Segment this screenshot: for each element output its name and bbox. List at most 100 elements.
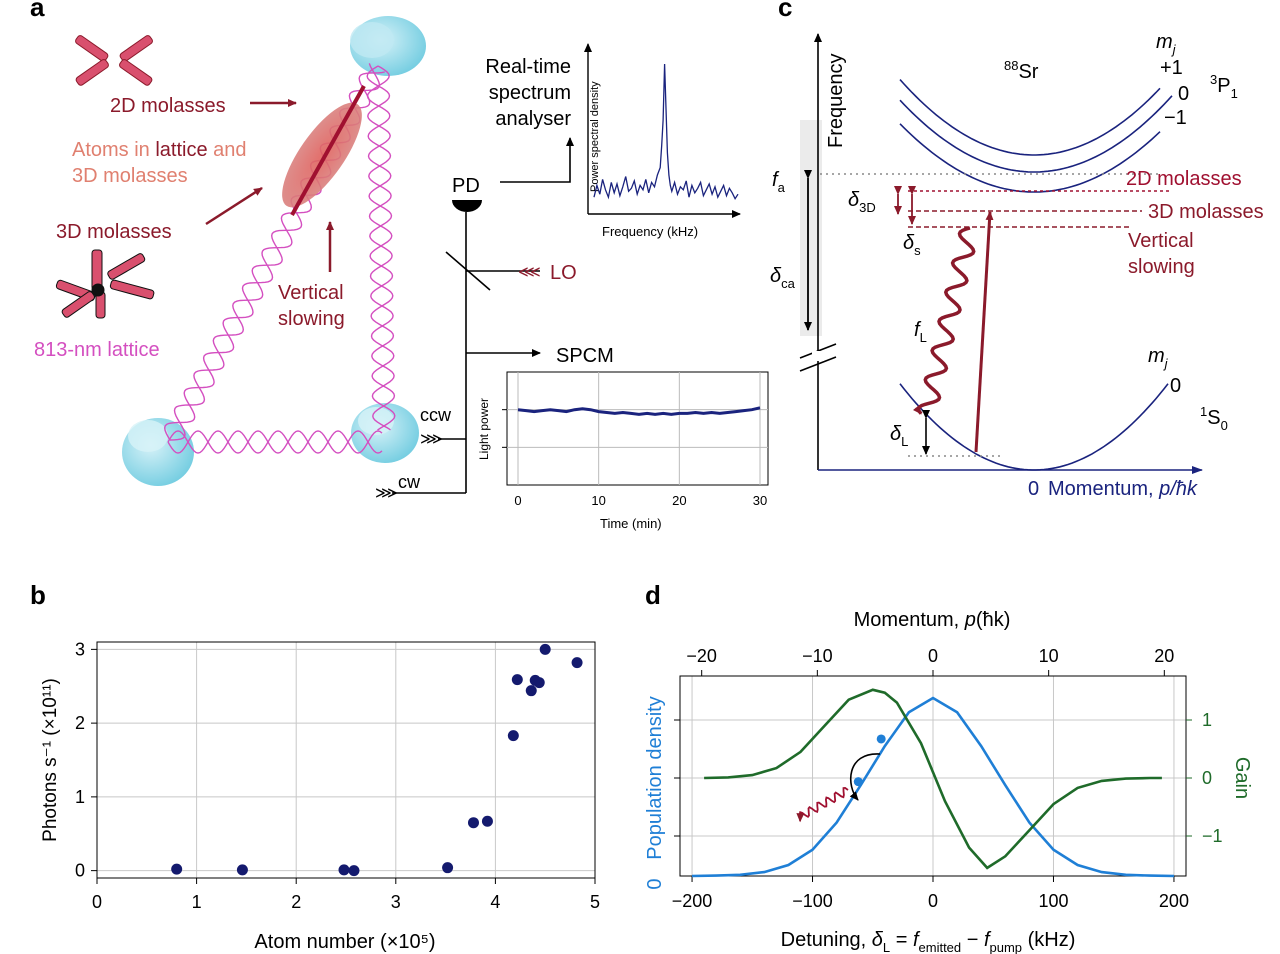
panel-d-top-xticks: −20 −10 0 10 20 (686, 646, 1174, 676)
panel-d-ylabel-left-zero: 0 (644, 878, 666, 889)
emission-wavy-arrow (912, 226, 976, 415)
d-right-ytick-label: 1 (1202, 710, 1212, 730)
label-analyser-2: spectrum (489, 82, 571, 104)
inset-spectrum-ylabel: Power spectral density (589, 81, 601, 192)
panel-d-markers (853, 734, 886, 787)
power-xtick-label: 10 (591, 493, 605, 508)
panel-label-d: d (645, 580, 661, 610)
d-top-xtick-label: 20 (1154, 646, 1174, 666)
molasses-3d-icon (55, 249, 155, 319)
d-xtick-label: 100 (1038, 891, 1068, 911)
b-data-point (236, 864, 248, 876)
label-lo: LO (550, 262, 577, 284)
inset-spectrum: Power spectral density Frequency (kHz) (584, 43, 741, 239)
mj-minus1: −1 (1164, 107, 1187, 129)
label-spcm: SPCM (556, 345, 614, 367)
species-label: 88Sr (1004, 58, 1039, 83)
label-atoms-line2: 3D molasses (72, 165, 188, 187)
d-top-xtick-label: −20 (686, 646, 717, 666)
helix-strand (167, 430, 383, 454)
panel-b-ylabel: Photons s⁻¹ (×10¹¹) (40, 678, 61, 842)
label-3d-molasses: 3D molasses (56, 221, 172, 243)
d-xtick-label: 200 (1159, 891, 1189, 911)
helix-strand (366, 65, 396, 431)
b-data-point (511, 674, 523, 686)
power-xtick-label: 30 (753, 493, 767, 508)
label-delta-ca: δca (770, 265, 796, 291)
mj-lower-zero: 0 (1170, 375, 1181, 397)
label-analyser-1: Real-time (485, 56, 571, 78)
cw-arrowheads: ⋙ (375, 485, 398, 502)
b-data-point (571, 657, 583, 669)
axis-break-2 (799, 356, 837, 372)
pump-transition-arrow (974, 211, 994, 453)
label-delta-l: δL (890, 423, 908, 449)
label-vs2-c: slowing (1128, 256, 1195, 278)
state-3p1: 3P1 (1210, 72, 1238, 101)
d-marker-point (876, 734, 886, 744)
molasses-2d-icon (75, 35, 153, 86)
state-1s0: 1S0 (1200, 404, 1228, 433)
mj-label-lower: mj (1148, 345, 1169, 371)
label-fl: fL (914, 319, 927, 345)
d-top-xtick-label: 10 (1039, 646, 1059, 666)
lo-arrowheads: ⋘ (518, 264, 541, 281)
panel-d-grid (674, 676, 1186, 876)
power-xtick-label: 20 (672, 493, 686, 508)
emitted-photon-wavy-arrow (796, 786, 849, 823)
ccw-arrowheads: ⋙ (420, 431, 443, 448)
panel-label-b: b (30, 580, 46, 610)
b-data-point (171, 863, 183, 875)
frequency-label: Frequency (825, 54, 847, 149)
power-xtick-label: 0 (514, 493, 521, 508)
d-top-xtick-label: 0 (928, 646, 938, 666)
label-mol2d-c: 2D molasses (1126, 168, 1242, 190)
population-density-curve (691, 696, 1175, 878)
panel-d-ylabel-left: Population density (644, 696, 666, 859)
b-data-point (338, 864, 350, 876)
b-xtick-label: 1 (192, 892, 202, 912)
label-delta-3d: δ3D (848, 189, 876, 215)
inset-power-ylabel: Light power (477, 398, 491, 460)
b-ytick-label: 2 (75, 713, 85, 733)
b-data-point (348, 865, 360, 877)
label-fa: fa (772, 169, 786, 195)
d-right-ytick-label: 0 (1202, 768, 1212, 788)
b-xtick-label: 4 (490, 892, 500, 912)
parabola-p1-mj-0 (899, 95, 1173, 173)
b-data-point (539, 643, 551, 655)
d-right-ytick-label: −1 (1202, 826, 1223, 846)
cavity-mirror-top (350, 16, 426, 76)
cavity-mirror-left (122, 418, 194, 486)
b-data-point (467, 817, 479, 829)
inset-spectrum-xlabel: Frequency (kHz) (602, 224, 698, 239)
panel-b-points (171, 643, 583, 877)
transition-curved-arrow (849, 753, 881, 801)
momentum-label: Momentum, p/ħk (1048, 478, 1198, 500)
label-delta-s: δs (903, 232, 921, 258)
b-data-point (442, 862, 454, 874)
label-2d-molasses: 2D molasses (110, 95, 226, 117)
panel-b-xlabel: Atom number (×10⁵) (254, 931, 435, 953)
b-ytick-label: 0 (75, 861, 85, 881)
d-xtick-label: 0 (928, 891, 938, 911)
parabola-p1-mj-plus1 (899, 79, 1161, 156)
helix-strand (366, 65, 396, 431)
panel-d-xlabel: Detuning, δL = femitted − fpump (kHz) (781, 929, 1076, 954)
mj-zero: 0 (1178, 83, 1189, 105)
b-data-point (525, 685, 537, 697)
label-vs1-c: Vertical (1128, 230, 1194, 252)
b-data-point (481, 815, 493, 827)
d-top-xtick-label: −10 (802, 646, 833, 666)
b-data-point (533, 677, 545, 689)
label-lattice: 813-nm lattice (34, 339, 160, 361)
panel-label-a: a (30, 0, 45, 22)
d-marker-point (853, 777, 863, 787)
parabola-p1-mj-minus1 (899, 123, 1161, 193)
label-pd: PD (452, 175, 480, 197)
b-ytick-label: 3 (75, 639, 85, 659)
light-power-trace (517, 406, 761, 416)
